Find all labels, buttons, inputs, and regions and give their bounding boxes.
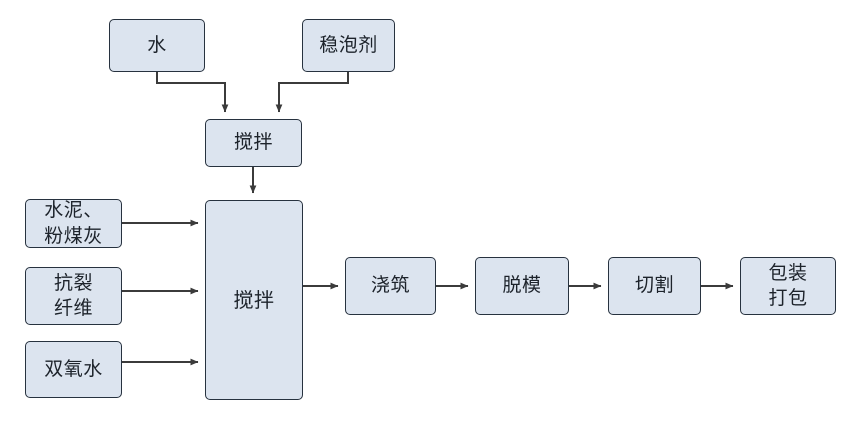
edge-foam-agent-to-mixtop <box>275 72 349 113</box>
node-water[interactable]: 水 <box>109 19 205 72</box>
node-demolding[interactable]: 脱模 <box>475 257 569 315</box>
node-hydrogen-peroxide[interactable]: 双氧水 <box>25 341 122 398</box>
node-packaging[interactable]: 包装 打包 <box>740 257 836 315</box>
node-casting[interactable]: 浇筑 <box>345 257 436 315</box>
node-foam-stabilizer[interactable]: 稳泡剂 <box>302 19 395 72</box>
node-mixing-main[interactable]: 搅拌 <box>205 200 303 400</box>
edge-water-to-mixtop <box>156 72 229 113</box>
node-anticrack-fiber[interactable]: 抗裂 纤维 <box>25 267 122 325</box>
node-cutting[interactable]: 切割 <box>608 257 701 315</box>
node-cement-flyash[interactable]: 水泥、 粉煤灰 <box>25 199 122 248</box>
node-mixing-top[interactable]: 搅拌 <box>205 119 302 167</box>
